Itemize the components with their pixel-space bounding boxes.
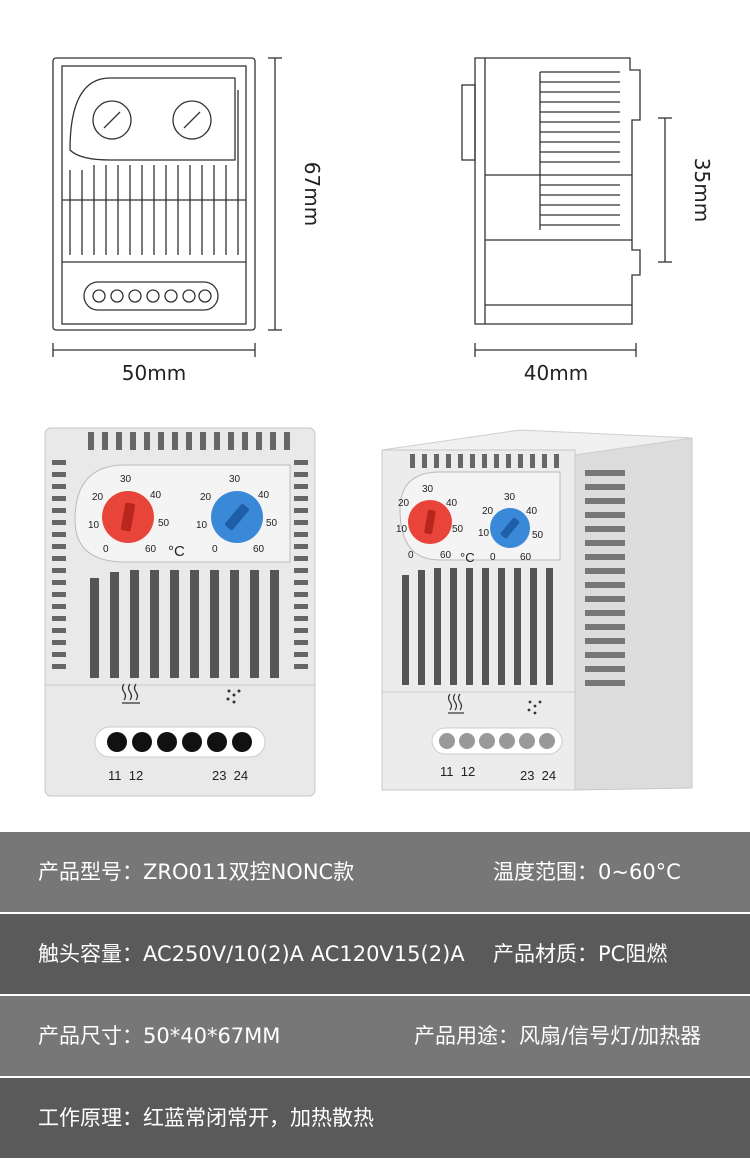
red-scale-30: 30 <box>120 474 132 485</box>
spec-row-4: 工作原理：红蓝常闭常开，加热散热 <box>0 1078 750 1158</box>
blue-scale-20: 20 <box>200 492 212 503</box>
spec-row-1: 产品型号：ZRO011双控NONC款 温度范围：0~60°C <box>0 832 750 912</box>
product-photos: 0 10 20 30 40 50 60 °C 0 10 20 30 40 50 … <box>0 410 750 820</box>
spec-table: 产品型号：ZRO011双控NONC款 温度范围：0~60°C 触头容量：AC25… <box>0 832 750 1162</box>
front-dimension-lines <box>52 57 282 357</box>
technical-drawings: 67mm 50mm 35mm 40mm <box>0 0 750 400</box>
red-scale-60: 60 <box>145 544 157 555</box>
angled-red-scale-50: 50 <box>452 524 464 535</box>
blue-scale-30: 30 <box>229 474 241 485</box>
angled-red-scale-60: 60 <box>440 550 452 561</box>
heater-icon <box>121 683 140 704</box>
angled-blue-scale-60: 60 <box>520 552 532 563</box>
red-scale-20: 20 <box>92 492 104 503</box>
spec-dimensions: 产品尺寸：50*40*67MM <box>38 1024 281 1048</box>
front-terminals-right: 23 24 <box>212 768 248 783</box>
front-terminal-strip <box>94 726 266 758</box>
red-scale-50: 50 <box>158 518 170 529</box>
spec-principle: 工作原理：红蓝常闭常开，加热散热 <box>38 1106 374 1130</box>
side-dimension-lines <box>474 117 672 357</box>
angled-blue-scale-40: 40 <box>526 506 538 517</box>
side-width-label: 40mm <box>524 361 588 385</box>
spec-model: 产品型号：ZRO011双控NONC款 <box>38 860 355 884</box>
angled-blue-scale-10: 10 <box>478 528 490 539</box>
front-view-drawing <box>52 57 256 331</box>
spec-row-3: 产品尺寸：50*40*67MM 产品用途：风扇/信号灯/加热器 <box>0 996 750 1076</box>
side-view-drawing <box>461 57 641 325</box>
fan-icon <box>226 689 241 704</box>
blue-scale-60: 60 <box>253 544 265 555</box>
front-product-photo: 0 10 20 30 40 50 60 °C 0 10 20 30 40 50 … <box>44 427 316 797</box>
side-height-label: 35mm <box>690 158 714 222</box>
angled-red-scale-30: 30 <box>422 484 434 495</box>
angled-red-scale-10: 10 <box>396 524 408 535</box>
angled-product-photo: 0 10 20 30 40 50 60 °C 0 10 20 30 40 50 … <box>381 429 693 791</box>
front-unit-label: °C <box>168 543 185 560</box>
angled-blue-scale-20: 20 <box>482 506 494 517</box>
angled-red-scale-40: 40 <box>446 498 458 509</box>
angled-blue-scale-30: 30 <box>504 492 516 503</box>
angled-terminals-left: 11 12 <box>440 764 475 779</box>
angled-heater-icon <box>447 693 464 714</box>
red-scale-0: 0 <box>103 544 109 555</box>
spec-temp-range: 温度范围：0~60°C <box>493 860 681 884</box>
blue-scale-40: 40 <box>258 490 270 501</box>
angled-blue-scale-0: 0 <box>490 552 496 563</box>
drawing-svg: 67mm 50mm 35mm 40mm <box>52 57 714 385</box>
spec-usage: 产品用途：风扇/信号灯/加热器 <box>414 1024 702 1048</box>
photo-svg: 0 10 20 30 40 50 60 °C 0 10 20 30 40 50 … <box>44 427 693 797</box>
red-scale-10: 10 <box>88 520 100 531</box>
angled-red-scale-20: 20 <box>398 498 410 509</box>
spec-material: 产品材质：PC阻燃 <box>493 942 668 966</box>
blue-scale-0: 0 <box>212 544 218 555</box>
side-vent-slats <box>540 71 620 226</box>
spec-contact-capacity: 触头容量：AC250V/10(2)A AC120V15(2)A <box>38 942 465 966</box>
blue-scale-10: 10 <box>196 520 208 531</box>
blue-scale-50: 50 <box>266 518 278 529</box>
angled-terminal-strip <box>431 727 563 755</box>
front-terminals-left: 11 12 <box>108 768 143 783</box>
red-scale-40: 40 <box>150 490 162 501</box>
angled-unit-label: °C <box>460 550 475 565</box>
front-vent-slats <box>69 90 239 255</box>
front-height-label: 67mm <box>300 162 324 226</box>
spec-row-2: 触头容量：AC250V/10(2)A AC120V15(2)A 产品材质：PC阻… <box>0 914 750 994</box>
angled-red-scale-0: 0 <box>408 550 414 561</box>
angled-fan-icon <box>527 700 542 715</box>
angled-terminals-right: 23 24 <box>520 768 556 783</box>
angled-blue-scale-50: 50 <box>532 530 544 541</box>
front-width-label: 50mm <box>122 361 186 385</box>
